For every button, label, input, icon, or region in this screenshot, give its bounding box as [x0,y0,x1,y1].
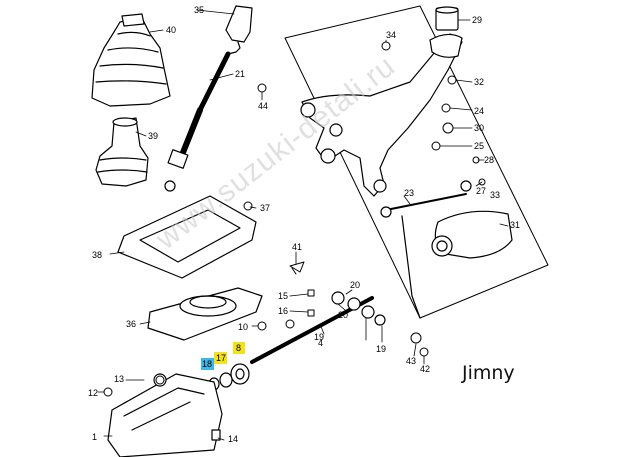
callout-10: 10 [238,322,248,332]
shift-shaft-part [250,291,386,364]
callout-24: 24 [474,106,484,116]
callout-20-b: 20 [338,310,348,320]
callout-13: 13 [114,374,124,384]
highlight-18 [201,358,214,370]
callout-15: 15 [278,291,288,301]
model-label: Jimny [462,362,515,384]
selector-housing-part [431,210,513,259]
callout-28: 28 [484,155,494,165]
callout-36: 36 [126,319,136,329]
callout-23: 23 [404,188,414,198]
callout-37: 37 [260,203,270,213]
callout-4: 4 [318,338,323,348]
callout-17: 17 [216,353,226,363]
callout-18: 18 [202,359,212,369]
callout-21: 21 [235,69,245,79]
callout-38: 38 [92,250,102,260]
transmission-case-part [107,373,223,457]
base-plate-part [117,195,257,279]
callout-16: 16 [278,306,288,316]
callout-41: 41 [292,242,302,252]
highlight-17 [214,352,227,364]
callout-1: 1 [92,432,97,442]
callout-27: 27 [476,186,486,196]
boot-plate-part [147,287,263,341]
fastener-group [103,41,486,397]
callout-31: 31 [510,220,520,230]
callout-14: 14 [228,434,238,444]
bracket-frame [284,5,549,319]
callout-29: 29 [472,15,482,25]
callout-43: 43 [406,356,416,366]
callout-44: 44 [258,101,268,111]
callout-34: 34 [386,30,396,40]
callout-35: 35 [194,5,204,15]
callout-20-a: 20 [350,280,360,290]
callout-32: 32 [474,77,484,87]
shift-boot-part [91,13,171,107]
leader-lines [97,9,509,441]
callout-39: 39 [148,131,158,141]
callout-19-a: 19 [314,332,324,342]
link-rod-part [380,180,472,319]
shift-lever-part [164,5,253,192]
callout-19-b: 19 [376,344,386,354]
callout-12: 12 [88,388,98,398]
callout-33: 33 [490,190,500,200]
callout-30: 30 [474,123,484,133]
bracket-arm-part [300,6,463,197]
callout-25: 25 [474,141,484,151]
callout-40: 40 [166,25,176,35]
callout-42: 42 [420,364,430,374]
highlight-8 [233,342,245,354]
callout-8: 8 [236,343,241,353]
lower-boot-part [95,117,149,187]
